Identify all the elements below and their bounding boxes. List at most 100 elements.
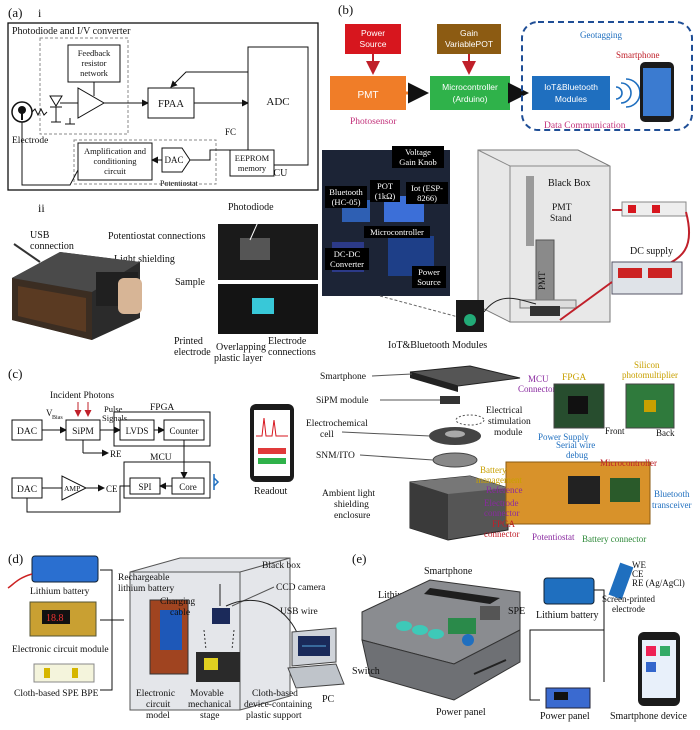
charging-line1: Charging <box>160 597 195 607</box>
vbias-label: V <box>46 408 53 418</box>
iot-line2: Modules <box>555 94 587 104</box>
power-panel-e2-label: Power panel <box>540 711 590 722</box>
panel-c-letter: (c) <box>8 366 22 381</box>
gain-line2: VariablePOT <box>445 39 493 49</box>
rech-line1: Rechargeable <box>118 573 170 583</box>
bluetooth-line2: transceiver <box>652 500 691 510</box>
esp-line2: 8266) <box>417 193 437 203</box>
ce-c-label: CE <box>106 484 118 494</box>
fpga-c-label: FPGA <box>150 403 174 413</box>
power-source-box <box>345 24 401 54</box>
pc-icon <box>287 627 345 689</box>
stage-line2: mechanical <box>188 700 232 710</box>
bt-line2: (HC-05) <box>332 197 361 207</box>
pmt-box <box>330 76 406 110</box>
datacomm-label: Data Communication <box>544 121 626 131</box>
re-e-label: RE (Ag/AgCl) <box>632 578 685 588</box>
fpga-frame <box>113 411 211 447</box>
gain-box <box>437 24 501 54</box>
smartphone-c-label: Smartphone <box>320 372 366 382</box>
blackbox-d-label: Black box <box>262 561 301 571</box>
feedback-box <box>67 44 121 83</box>
black-box-b <box>477 149 611 323</box>
panel-a-sub-ii: ii <box>38 201 45 215</box>
econn-label1: Electrode <box>268 336 307 347</box>
eeprom-line1: EEPROM <box>235 153 270 163</box>
mcu-conn-line1: MCU <box>528 374 549 384</box>
ce-e-label: CE <box>632 569 644 579</box>
mcu-conn-line2: Connector <box>518 384 556 394</box>
printed-label1: Printed <box>174 336 203 347</box>
power-src2-line2: Source <box>417 277 441 287</box>
switch-label: Switch <box>352 666 380 677</box>
power-source-line1: Power <box>361 28 385 38</box>
bluetooth-line1: Bluetooth <box>654 489 690 499</box>
stage-line3: stage <box>200 711 220 721</box>
silicon-line1: Silicon <box>634 360 660 370</box>
mcu-c-frame <box>123 461 211 499</box>
lithium-e2-photo <box>543 577 595 605</box>
readout-label: Readout <box>254 486 288 497</box>
pot-line2: (1kΩ) <box>375 191 396 201</box>
front-label: Front <box>605 426 625 436</box>
device-photo <box>12 243 142 340</box>
panel-d-letter: (d) <box>8 551 23 566</box>
serial-line2: debug <box>566 450 588 460</box>
geotagging-label: Geotagging <box>580 30 622 40</box>
econn-label2: connections <box>268 347 316 358</box>
feedback-line3: network <box>80 68 109 78</box>
dc-supply-label: DC supply <box>630 246 673 257</box>
eeprom-box <box>229 149 275 177</box>
pmt-label: PMT <box>357 90 378 101</box>
eeprom-line2: memory <box>238 163 267 173</box>
rech-line2: lithium battery <box>118 584 174 594</box>
battery-conn-label: Battery connector <box>582 534 646 544</box>
adc-mcu-box <box>247 46 309 166</box>
back-label: Back <box>656 428 675 438</box>
stage-line1: Movable <box>190 689 224 699</box>
electrode-label: Electrode <box>12 136 48 146</box>
power-source-line2: Source <box>360 39 387 49</box>
pot-line1: POT <box>377 181 394 191</box>
screen-line2: electrode <box>612 604 645 614</box>
panel-a-letter: (a) <box>8 5 22 20</box>
ccd-label: CCD camera <box>276 583 326 593</box>
ambient-line1: Ambient light <box>322 489 375 499</box>
cloth-dev-line1: Cloth-based <box>252 689 298 699</box>
esp-line1: Iot (ESP- <box>411 183 443 193</box>
ecm-label: Electronic circuit module <box>12 645 109 655</box>
dcdc-line2: Converter <box>330 259 364 269</box>
ecm-display: 18.8 <box>46 613 64 624</box>
panel-e-letter: (e) <box>352 551 366 566</box>
mcu-c-label: MCU <box>150 453 172 463</box>
cloth-dev-line3: plastic support <box>246 711 302 721</box>
ambient-line3: enclosure <box>334 511 370 521</box>
lvds-label: LVDS <box>126 426 149 436</box>
core-label: Core <box>179 482 197 492</box>
fpga-conn-line2: connector <box>484 529 519 539</box>
microcontroller-c-label: Microcontroller <box>600 458 657 468</box>
black-box-d <box>129 557 291 711</box>
iot-modules-label: IoT&Bluetooth Modules <box>388 340 487 351</box>
counter-label: Counter <box>170 426 199 436</box>
micro-line1: Microcontroller <box>442 82 498 92</box>
panel-c: (c) Incident Photons DAC V Bias SiPM Pul… <box>8 360 691 544</box>
panel-d: (d) Lithium battery 18.8 Electronic circ… <box>7 551 345 721</box>
lithium-d-photo <box>31 555 99 583</box>
e-conn-line1: Electrode <box>484 498 518 508</box>
fpga-conn-line1: FPGA <box>492 519 516 529</box>
pmt-vertical-label: PMT <box>537 271 547 290</box>
pmt-stand-line1: PMT <box>552 203 572 213</box>
overlap-label1: Overlapping <box>216 342 266 353</box>
voltage-line1: Voltage <box>405 147 431 157</box>
fpaa-label: FPAA <box>158 99 184 110</box>
power-panel-e-label: Power panel <box>436 707 486 718</box>
amp-c-label: AMP <box>64 484 80 493</box>
pc-label: PC <box>322 694 335 705</box>
smartphone-e-label: Smartphone <box>424 566 473 577</box>
iot-line1: IoT&Bluetooth <box>544 82 598 92</box>
spe-e-photo <box>608 562 634 600</box>
pot-conn-label: Potentiostat connections <box>108 231 206 242</box>
ecmodel-line2: circuit <box>146 700 171 710</box>
smartphone-b-label: Smartphone <box>616 50 660 60</box>
